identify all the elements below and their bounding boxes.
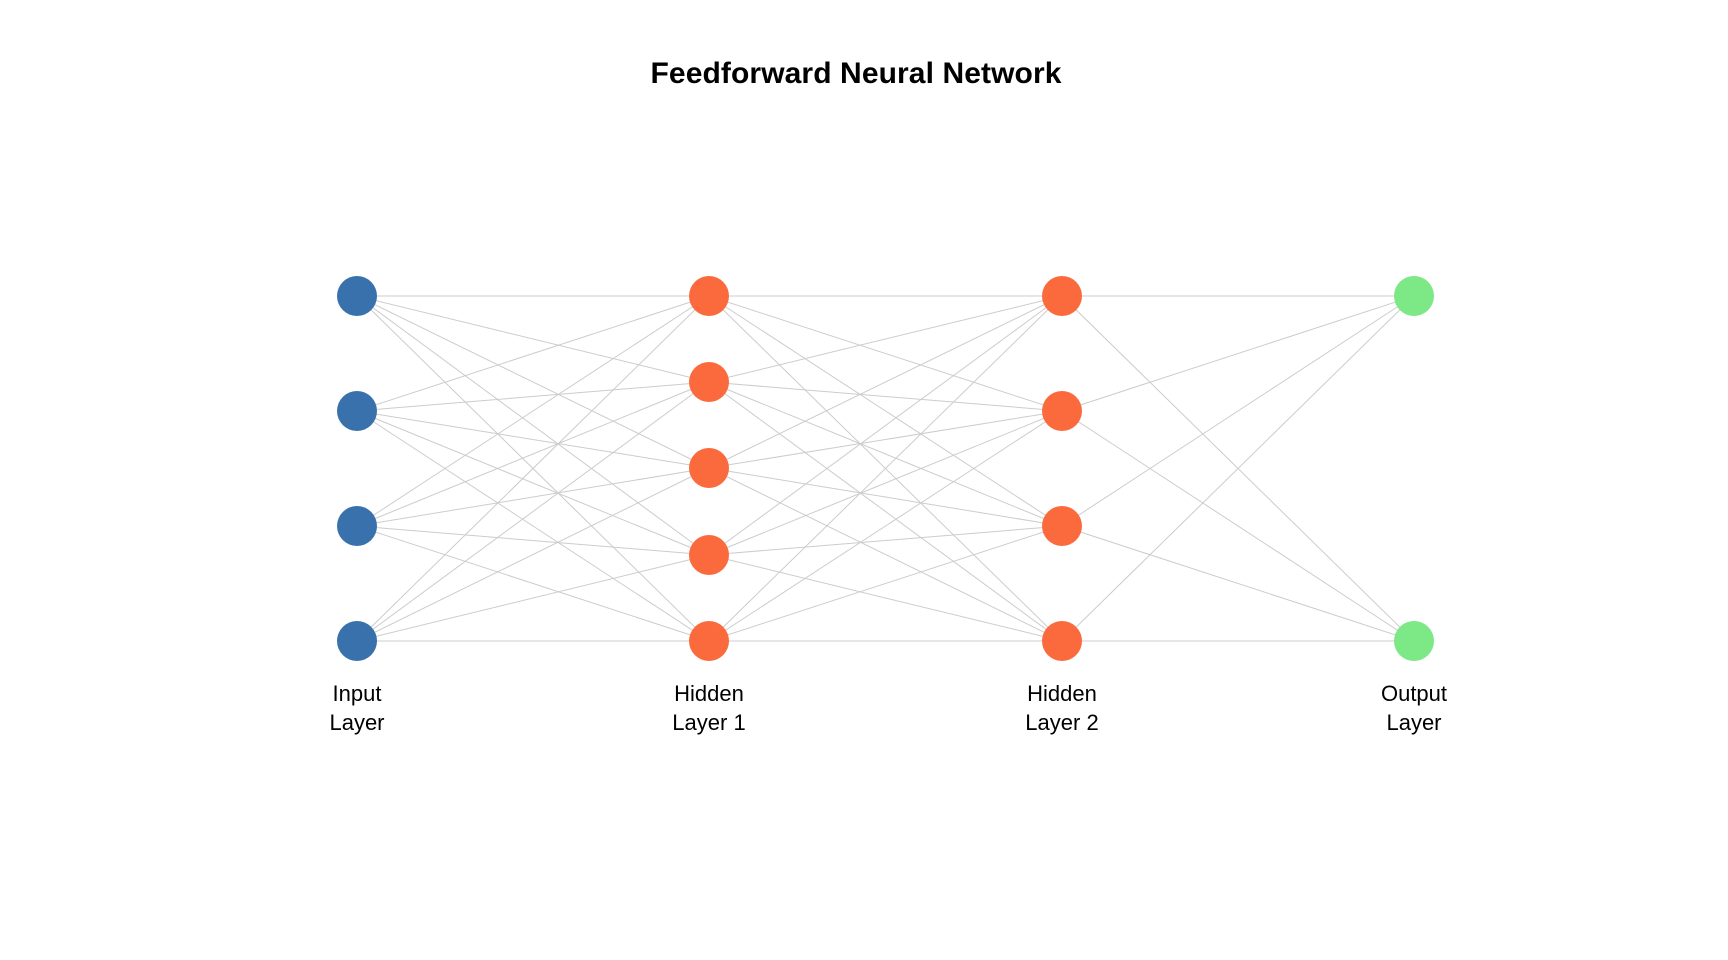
network-edge: [356, 295, 710, 469]
network-edge: [356, 381, 710, 412]
network-edge: [708, 295, 1063, 642]
network-node-hidden-2-3: [1042, 506, 1082, 546]
network-node-hidden-1-5: [689, 621, 729, 661]
network-edge: [356, 467, 710, 642]
network-edge: [708, 525, 1063, 642]
network-edge: [1061, 525, 1415, 642]
network-edge: [708, 295, 1063, 469]
network-edge: [356, 525, 710, 642]
network-node-hidden-2-1: [1042, 276, 1082, 316]
network-edge: [356, 410, 710, 556]
nodes-group: [337, 276, 1434, 661]
network-node-input-2: [337, 391, 377, 431]
network-edge: [356, 410, 710, 469]
network-edge: [708, 381, 1063, 412]
network-edge: [356, 295, 710, 383]
network-edge: [708, 295, 1063, 383]
network-node-output-2: [1394, 621, 1434, 661]
network-node-hidden-2-2: [1042, 391, 1082, 431]
network-edge: [356, 381, 710, 527]
network-edge: [708, 410, 1063, 469]
network-edge: [708, 381, 1063, 527]
network-edge: [1061, 295, 1415, 527]
network-edge: [708, 381, 1063, 642]
network-node-hidden-2-4: [1042, 621, 1082, 661]
network-edge: [356, 467, 710, 527]
network-node-hidden-1-4: [689, 535, 729, 575]
network-edge: [356, 525, 710, 556]
chart-title-text: Feedforward Neural Network: [650, 57, 1062, 90]
network-edge: [708, 295, 1063, 556]
network-edge: [708, 525, 1063, 556]
network-node-hidden-1-1: [689, 276, 729, 316]
network-node-output-1: [1394, 276, 1434, 316]
network-node-input-4: [337, 621, 377, 661]
network-edge: [708, 554, 1063, 642]
network-edge: [1061, 295, 1415, 642]
chart-title: Feedforward Neural Network: [0, 56, 1728, 92]
network-edge: [356, 381, 710, 642]
network-edge: [1061, 295, 1415, 412]
network-edge: [708, 295, 1063, 527]
network-edge: [356, 410, 710, 642]
network-edge: [708, 295, 1063, 412]
network-node-input-1: [337, 276, 377, 316]
network-edge: [356, 295, 710, 412]
network-edge: [1061, 410, 1415, 642]
network-edge: [708, 410, 1063, 642]
network-edge: [356, 295, 710, 642]
network-edge: [708, 467, 1063, 642]
network-node-hidden-1-3: [689, 448, 729, 488]
edges-group: [356, 295, 1415, 642]
network-edge: [356, 295, 710, 527]
network-edge: [708, 410, 1063, 556]
network-edge: [356, 554, 710, 642]
network-edge: [356, 295, 710, 556]
network-edge: [708, 467, 1063, 527]
network-node-input-3: [337, 506, 377, 546]
network-node-hidden-1-2: [689, 362, 729, 402]
